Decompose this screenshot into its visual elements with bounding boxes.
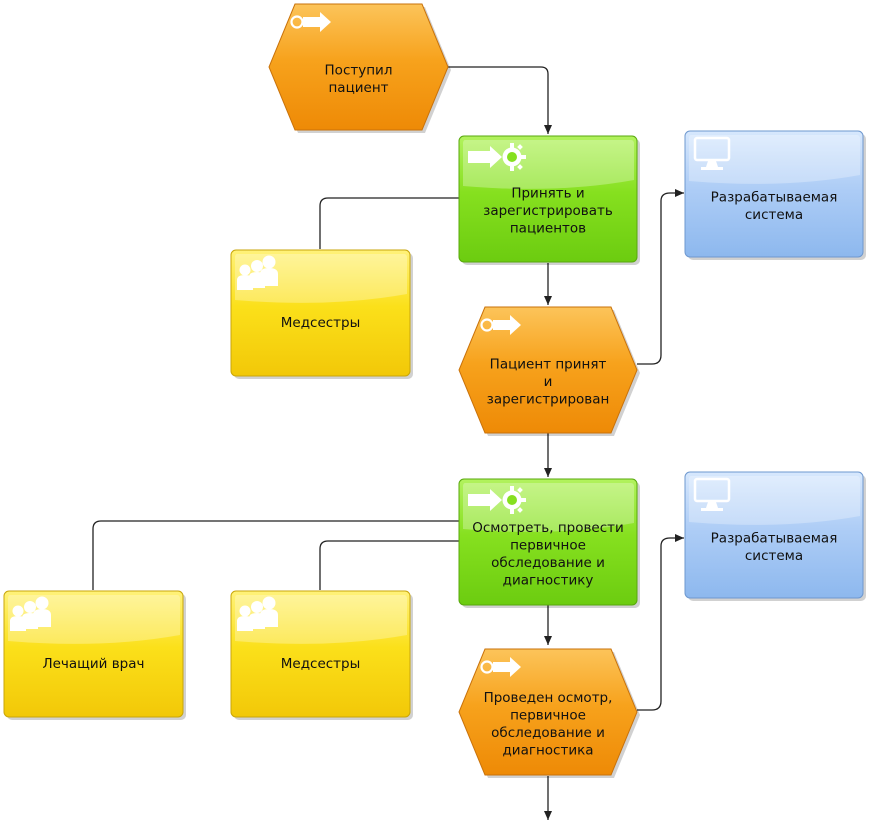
connector [319, 540, 459, 590]
connector [92, 520, 459, 590]
system-shape [684, 471, 864, 599]
node-label-line: Медсестры [281, 315, 361, 331]
node-label-line: система [745, 548, 803, 564]
node-label-line: Осмотреть, провести [472, 520, 624, 536]
connectors [92, 66, 684, 820]
system-node-sys1[interactable]: Разрабатываемая система [684, 130, 866, 260]
node-label-line: диагностика [502, 742, 593, 758]
node-label-line: Поступил [325, 62, 393, 78]
node-label-line: Проведен осмотр, [484, 690, 613, 706]
connector [637, 189, 684, 365]
role-node-role3[interactable]: Медсестры [230, 590, 413, 720]
system-node-sys2[interactable]: Разрабатываемая система [684, 471, 866, 601]
node-label-line: Пациент принят [490, 357, 607, 373]
function-shape [458, 478, 638, 606]
event-node-ev1[interactable]: Поступил пациент [268, 3, 451, 133]
connector [637, 534, 684, 711]
event-shape [268, 3, 449, 131]
event-shape [458, 648, 638, 776]
node-label-line: первичное [510, 707, 586, 723]
connector [319, 197, 459, 249]
node-label-line: пациентов [510, 221, 586, 237]
node-label-line: зарегистрирован [487, 392, 610, 408]
node-label-line: обследование и [491, 725, 605, 741]
node-label-line: Разрабатываемая [711, 189, 838, 205]
node-label-line: первичное [510, 537, 586, 553]
node-label-line: Медсестры [281, 656, 361, 672]
node-label-line: Принять и [511, 186, 584, 202]
node-label-line: обследование и [491, 555, 605, 571]
event-shape [458, 306, 638, 434]
role-node-role2[interactable]: Лечащий врач [3, 590, 186, 720]
connector [448, 66, 552, 134]
function-shape [458, 135, 638, 263]
node-label-line: Лечащий врач [42, 656, 144, 672]
node-label-line: Разрабатываемая [711, 530, 838, 546]
node-label-line: и [544, 374, 553, 390]
role-node-role1[interactable]: Медсестры [230, 249, 413, 379]
system-shape [684, 130, 864, 258]
node-label-line: зарегистрировать [483, 203, 613, 219]
event-node-ev3[interactable]: Проведен осмотр,первичное обследование ид… [458, 648, 640, 778]
node-label-line: система [745, 207, 803, 223]
node-label-line: диагностику [503, 572, 594, 588]
node-label-line: пациент [328, 80, 388, 96]
